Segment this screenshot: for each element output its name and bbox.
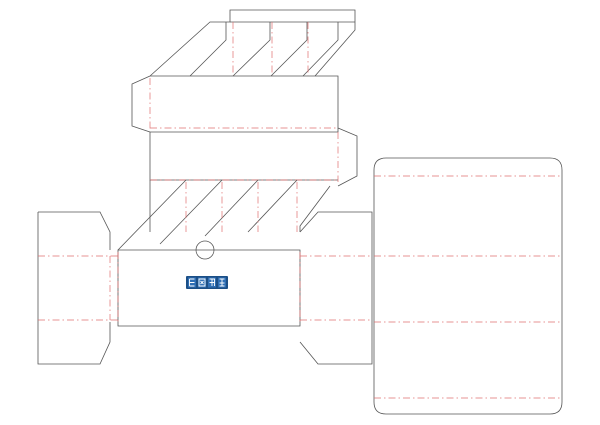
upper-tube-panel	[131, 75, 339, 133]
brand-logo-icon	[186, 276, 228, 289]
middle-tube-panel	[149, 127, 358, 187]
left-end-flaps	[37, 211, 118, 365]
large-side-panel	[373, 157, 563, 415]
main-front-panel	[117, 240, 301, 327]
right-end-flaps	[299, 211, 373, 365]
top-slanted-flap	[149, 9, 356, 77]
thumb-hole	[195, 240, 215, 260]
lower-slanted-flap	[117, 179, 331, 251]
